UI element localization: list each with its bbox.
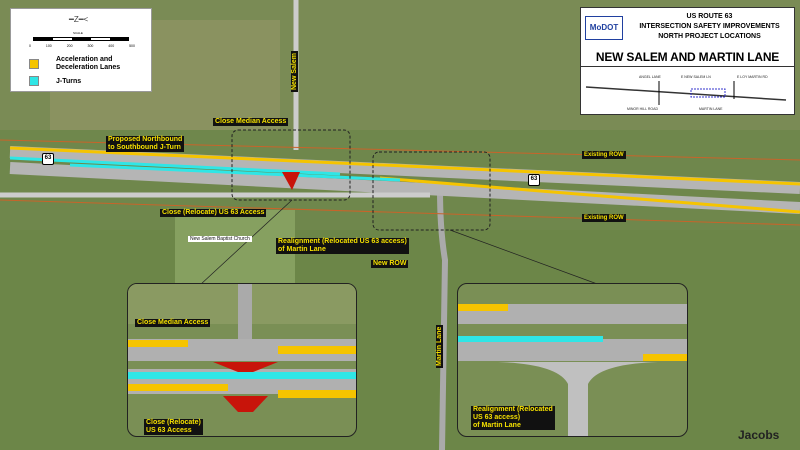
label-close-median: Close Median Access	[213, 118, 289, 126]
label-line: US 63 Access	[146, 427, 192, 434]
median-closure	[282, 172, 300, 190]
key-label: MARTIN LANE	[699, 107, 723, 111]
label-new-row: New ROW	[371, 260, 409, 268]
key-map	[585, 81, 787, 105]
label-realignment: Realignment (Relocated US 63 access)of M…	[276, 238, 409, 254]
us63-shield-icon: 63	[528, 174, 540, 186]
scale-tick: 100	[45, 44, 52, 48]
accel-lane-south	[379, 176, 800, 214]
jacobs-logo: Jacobs	[738, 428, 780, 442]
legend: ━Z━< SCALE 0 100 200 300 400 500 Acceleration…	[10, 8, 152, 92]
inset-graphics	[458, 304, 687, 436]
scale-tick: 200	[66, 44, 73, 48]
us63-shield-icon: 63	[42, 153, 54, 165]
key-label: E NEW SALEM LN	[681, 75, 711, 79]
accel-lane-north	[9, 146, 800, 186]
inset-new-salem: Close Median Access Close (Relocate)US 6…	[127, 283, 357, 437]
key-label: E LOY MARTIN RD	[737, 75, 768, 79]
label-line: of Martin Lane	[278, 246, 326, 253]
title-block: MoDOT US ROUTE 63 INTERSECTION SAFETY IM…	[580, 7, 795, 115]
label-line: Proposed Northbound	[108, 136, 183, 143]
label-close-relocate: Close (Relocate) US 63 Access	[160, 209, 267, 217]
j-turn-lane-2	[69, 163, 401, 182]
inset-label-close-median: Close Median Access	[135, 319, 211, 327]
scale-tick: 0	[29, 44, 31, 48]
j-turn-lane-1	[9, 156, 341, 176]
cemetery	[175, 210, 295, 285]
key-label: MINOR HILL ROAD	[627, 107, 658, 111]
detail-box-1	[231, 129, 351, 201]
label-line: of Martin Lane	[473, 422, 521, 429]
detail-box-2	[372, 151, 491, 231]
title-line3: NORTH PROJECT LOCATIONS	[658, 33, 761, 40]
modot-logo: MoDOT	[585, 16, 623, 40]
road-label-new-salem: New Salem	[291, 51, 298, 92]
title-line1: US ROUTE 63	[686, 13, 733, 20]
north-arrow-icon: ━Z━<	[69, 15, 89, 24]
scale-tick: 400	[108, 44, 115, 48]
inset-graphics	[128, 284, 356, 412]
us63-northbound	[9, 146, 800, 194]
label-line: Close (Relocate)	[146, 419, 201, 426]
label-existing-row: Existing ROW	[582, 214, 626, 222]
road-label-martin-lane: Martin Lane	[436, 324, 443, 368]
label-line: Realignment (Relocated	[473, 406, 553, 413]
label-line: Deceleration Lanes	[56, 64, 121, 71]
divider	[581, 66, 794, 67]
title-line2: INTERSECTION SAFETY IMPROVEMENTS	[639, 23, 780, 30]
inset-label-close-relocate: Close (Relocate)US 63 Access	[144, 419, 203, 435]
key-label: ANGEL LANE	[639, 75, 661, 79]
martin-lane-road	[437, 189, 449, 450]
legend-swatch-accel	[29, 59, 39, 69]
label-line: Realignment (Relocated US 63 access)	[278, 238, 407, 245]
scale-ticks: 0 100 200 300 400 500	[29, 44, 135, 48]
scale-title: SCALE	[73, 31, 83, 35]
label-church: New Salem Baptist Church	[188, 236, 252, 242]
label-existing-row: Existing ROW	[582, 151, 626, 159]
label-line: Acceleration and	[56, 56, 113, 63]
label-line: to Southbound J-Turn	[108, 144, 181, 151]
project-title: NEW SALEM AND MARTIN LANE	[595, 50, 780, 64]
existing-row-south	[0, 199, 800, 226]
scale-bar	[33, 37, 129, 41]
legend-swatch-jturn	[29, 76, 39, 86]
callout-line-1	[199, 199, 293, 286]
label-line: US 63 access)	[473, 414, 521, 421]
scale-tick: 300	[87, 44, 94, 48]
scale-tick: 500	[129, 44, 135, 48]
legend-label-jturn: J-Turns	[56, 78, 82, 85]
callout-line-2	[449, 229, 601, 286]
